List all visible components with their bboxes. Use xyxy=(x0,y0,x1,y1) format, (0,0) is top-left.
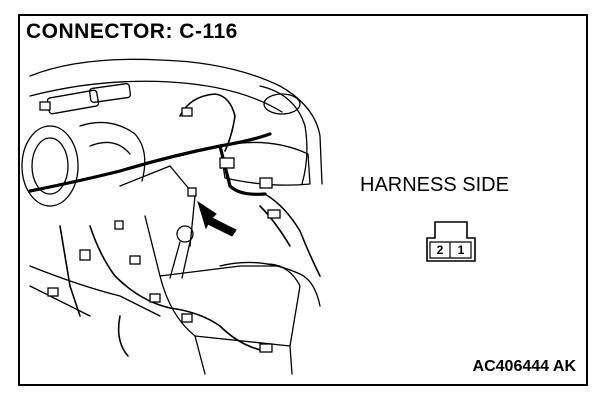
center-console xyxy=(119,165,196,247)
shift-knob xyxy=(176,225,194,243)
figure-code: AC406444 AK xyxy=(472,358,576,375)
location-arrow xyxy=(197,200,237,237)
harness-connector-face: 2 1 xyxy=(426,221,476,262)
pin-2-label: 2 xyxy=(437,243,444,257)
harness-side-label: HARNESS SIDE xyxy=(360,174,509,196)
steering-wheel xyxy=(21,125,79,207)
right-vent xyxy=(263,93,301,115)
pin-1-label: 1 xyxy=(458,243,465,257)
dash-top-edge xyxy=(29,58,323,185)
diagram-frame: CONNECTOR: C-116 xyxy=(18,14,588,386)
connector-title: CONNECTOR: C-116 xyxy=(26,20,238,43)
connector-block xyxy=(39,101,51,111)
glovebox xyxy=(219,141,311,186)
dashboard-illustration: 2 1 xyxy=(21,58,476,375)
center-vent xyxy=(88,83,132,103)
connector-c116-location xyxy=(187,187,197,197)
